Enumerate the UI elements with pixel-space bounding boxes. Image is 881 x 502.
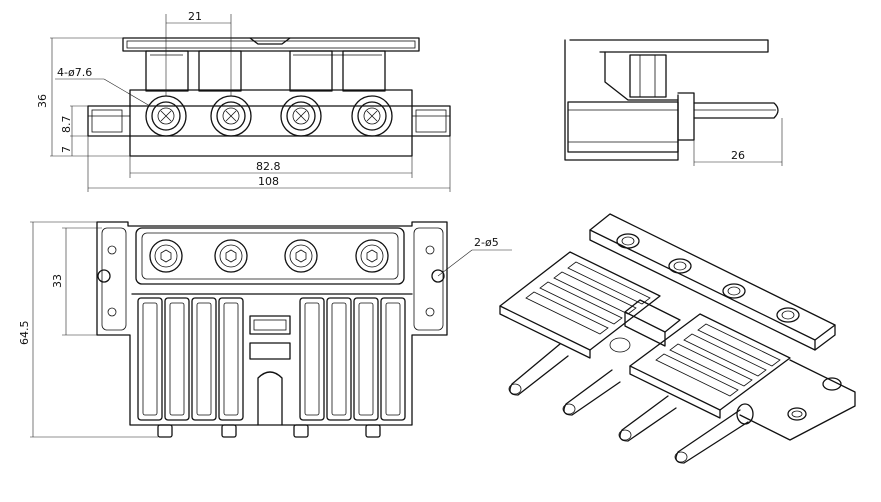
front-view: 21 4-ø7.6 36 8.7 7 82.8 108 [36,10,451,192]
side-view: 26 [564,39,783,166]
dim-height-total: 36 [36,94,49,108]
connector-pin [508,343,569,396]
top-view: 64.5 33 2-ø5 [18,221,512,438]
terminal-screw [355,239,389,273]
terminal-screw [145,95,187,137]
dim-hole-callout: 4-ø7.6 [57,66,92,79]
terminal-screw [351,95,393,137]
terminal-screw [284,239,318,273]
dim-plan-height-total: 64.5 [18,321,31,346]
dim-inner-width: 82.8 [256,160,281,173]
terminal-screw [149,239,183,273]
dim-plan-height-partial: 33 [51,274,64,288]
connector-pin [562,369,621,416]
isometric-view [499,213,856,464]
terminal-screw [210,95,252,137]
dim-overall-width: 108 [258,175,279,188]
connector-pin [618,395,677,442]
terminal-screw [280,95,322,137]
connector-pin [674,403,754,464]
dim-height-low: 7 [60,146,73,153]
dim-height-mid: 8.7 [60,116,73,134]
dim-mount-hole-callout: 2-ø5 [474,236,499,249]
dim-pin-length: 26 [731,149,745,162]
terminal-screw [214,239,248,273]
dim-front-spacing: 21 [188,10,202,23]
